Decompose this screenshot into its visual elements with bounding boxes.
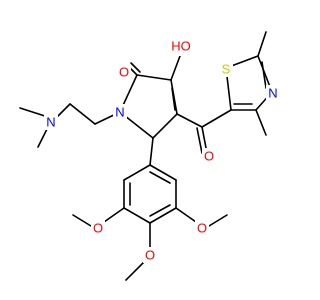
methoxy-left-oxygen-label: O <box>93 221 103 236</box>
molecule-canvas: O HO N N O S N O <box>19 31 280 281</box>
molecule-structure: O HO N N O S N O <box>19 31 280 281</box>
amine-nitrogen-label: N <box>46 115 55 130</box>
thiazole-sulfur-atom: S <box>219 61 233 77</box>
ring-nitrogen-atom: N <box>113 104 127 120</box>
ketone-oxygen-atom: O <box>202 148 216 164</box>
methoxy-right-oxygen-label: O <box>197 221 207 236</box>
ring-nitrogen-label: N <box>115 105 124 120</box>
bond-lines <box>19 31 273 281</box>
thiazole-sulfur-label: S <box>222 62 231 77</box>
methoxy-left-oxygen-atom: O <box>91 220 105 236</box>
carbonyl-oxygen-atom: O <box>117 64 131 80</box>
thiazole-nitrogen-atom: N <box>266 85 280 101</box>
hydroxy-label: HO <box>171 39 191 54</box>
atom-labels: O HO N N O S N O <box>44 38 280 263</box>
methoxy-bottom-oxygen-atom: O <box>143 247 157 263</box>
hydroxy-group: HO <box>168 38 194 56</box>
ketone-oxygen-label: O <box>204 149 214 164</box>
methoxy-bottom-oxygen-label: O <box>145 248 155 263</box>
amine-nitrogen-atom: N <box>44 114 58 130</box>
thiazole-nitrogen-label: N <box>268 86 277 101</box>
carbonyl-oxygen-label: O <box>119 65 129 80</box>
methoxy-right-oxygen-atom: O <box>195 220 209 236</box>
